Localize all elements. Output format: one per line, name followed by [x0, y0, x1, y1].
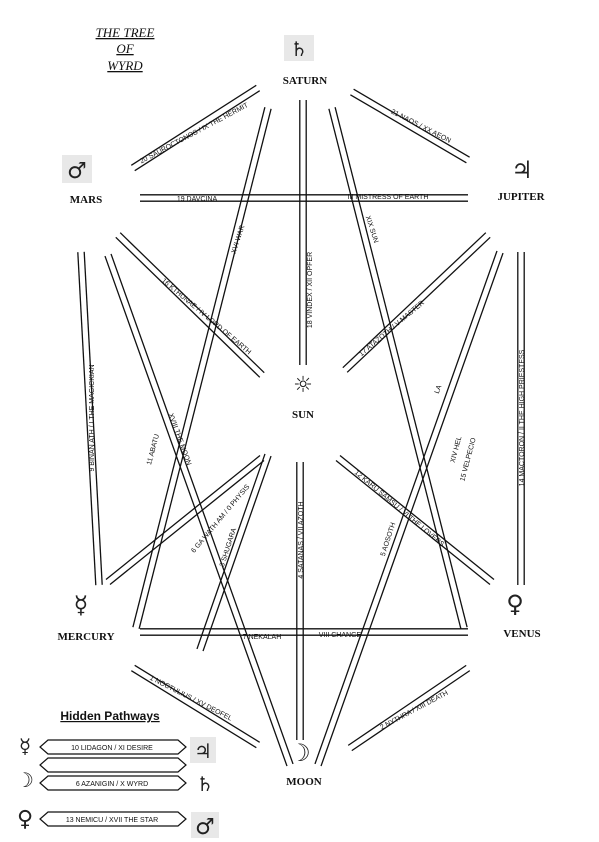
path-label-1: 1 NOCTULIUS / XV DEOFEL: [148, 675, 233, 723]
hidden-2-left-icon: ☽: [16, 768, 34, 792]
path-2-line-2: [347, 664, 467, 746]
path-label-16: 16 KTHUNAE / IV LORD OF EARTH: [160, 277, 252, 356]
node-mercury: ☿ MERCURY: [57, 591, 114, 643]
saturn-icon: ♄: [290, 37, 308, 61]
diagram-title: THE TREE OF WYRD: [96, 25, 155, 73]
hidden-label-4: 13 NEMICU / XVII THE STAR: [66, 817, 158, 824]
path-6-line-1: [196, 453, 266, 650]
path-label-7a: 7 NEKALAH: [243, 634, 282, 641]
node-jupiter: ♃ JUPITER: [497, 156, 545, 203]
hidden-2-right-icon: ♄: [196, 772, 214, 796]
sun-icon: ☼: [293, 373, 313, 398]
node-venus: ♀ VENUS: [503, 590, 540, 640]
title-line-3: WYRD: [107, 58, 143, 73]
saturn-label: SATURN: [283, 75, 327, 87]
hidden-1-right-box: [190, 737, 216, 763]
path-21-line-1: [350, 94, 467, 164]
path-label-17: 17 ATAZOTH / V MASTER: [358, 300, 426, 358]
path-16-line-2: [119, 232, 265, 374]
path-label-18: 18 VINDEX / XII OPFER: [307, 252, 314, 328]
node-moon: ☽ MOON: [286, 739, 321, 788]
sun-label: SUN: [292, 409, 314, 421]
mars-icon: ♂: [67, 159, 87, 184]
path-2-line-1: [351, 670, 471, 752]
path-label-20: 20 SAUROCTONOS / IX THE HERMIT: [139, 102, 250, 166]
path-20-line-1: [134, 90, 261, 172]
path-12-line-2: [339, 455, 495, 581]
path-la-line-1: [314, 250, 498, 765]
hidden-1-left-icon: ☿: [19, 734, 31, 758]
path-11-line-1: [105, 455, 261, 581]
hidden-1-right-icon: ♃: [194, 739, 212, 763]
path-label-xvi: XVI WAR: [231, 225, 247, 255]
hidden-pathways-title: Hidden Pathways: [60, 709, 160, 723]
hidden-pathways: Hidden Pathways 10 LIDAGON / XI DESIRE ☿…: [16, 709, 219, 840]
node-saturn: ♄ SATURN: [283, 35, 327, 87]
path-label-13: XIV HEL: [450, 436, 464, 464]
hidden-label-3: 6 AZANIGIN / X WYRD: [76, 781, 148, 788]
mercury-icon: ☿: [74, 591, 89, 619]
mars-symbol-box: [62, 155, 92, 183]
path-xvi-line-2: [138, 108, 272, 629]
path-12-line-1: [335, 459, 491, 585]
path-6-line-2: [202, 455, 272, 652]
path-xix-line-2: [334, 107, 468, 628]
path-label-3: 3 SHUGARA: [219, 527, 238, 568]
title-line-2: OF: [116, 41, 134, 56]
venus-icon: ♀: [506, 590, 524, 618]
path-21-line-2: [353, 88, 470, 158]
path-8-line-1: [104, 255, 288, 767]
path-1-line-2: [134, 664, 261, 743]
path-17-line-1: [342, 232, 487, 369]
hidden-arrow-1: [39, 739, 187, 755]
mars-label: MARS: [70, 194, 102, 206]
path-label-2: 2 NYTHRA / XIII DEATH: [379, 690, 449, 732]
path-11-line-2: [109, 459, 265, 585]
path-label-15: 15 VELPECIO: [459, 437, 477, 483]
jupiter-label: JUPITER: [497, 191, 545, 203]
path-8-line-2: [110, 253, 294, 765]
path-label-4: 4 SATANAS / VII AZOTH: [298, 501, 305, 578]
venus-label: VENUS: [503, 628, 540, 640]
hidden-4-right-icon: ♂: [195, 815, 215, 840]
path-1-line-1: [130, 670, 257, 749]
saturn-symbol-box: [284, 35, 314, 61]
path-20-line-2: [130, 84, 257, 166]
path-label-19b: III MISTRESS OF EARTH: [348, 194, 429, 201]
hidden-arrow-2: [39, 757, 187, 773]
path-9-line-1: [77, 252, 97, 586]
path-17-line-2: [346, 236, 491, 373]
pathways: [77, 84, 525, 767]
hidden-4-right-box: [191, 812, 219, 838]
hidden-label-1: 10 LIDAGON / XI DESIRE: [71, 745, 153, 752]
title-line-1: THE TREE: [96, 25, 155, 40]
moon-icon: ☽: [289, 739, 311, 767]
path-label-la: LA: [434, 384, 444, 395]
path-xix-line-1: [328, 108, 462, 629]
path-label-19a: 19 DAVCINA: [177, 196, 218, 203]
hidden-arrow-3: [39, 775, 187, 791]
path-label-11: 11 ABATU: [146, 433, 161, 465]
moon-label: MOON: [286, 776, 321, 788]
jupiter-icon: ♃: [511, 156, 533, 184]
node-mars: ♂ MARS: [62, 155, 102, 206]
path-label-7b: VIII CHANGE: [319, 632, 362, 639]
path-label-12: 12 KARU SAMSU / VI THE LOVERS: [353, 469, 446, 548]
mercury-label: MERCURY: [57, 631, 114, 643]
path-label-21: 21 NAOS / XX AEON: [390, 109, 452, 145]
path-label-14: 14 MACTORON / II THE HIGH PRIESTESS: [519, 349, 526, 486]
node-sun: ☼ SUN: [292, 373, 314, 421]
path-la-line-2: [320, 252, 504, 767]
path-label-9: 9 BINAN ATH / I THE MAGICKIAN: [89, 364, 96, 471]
path-16-line-1: [115, 236, 261, 378]
hidden-4-left-icon: ♀: [17, 807, 33, 832]
path-9-line-2: [83, 251, 103, 585]
hidden-arrow-4: [39, 811, 187, 827]
